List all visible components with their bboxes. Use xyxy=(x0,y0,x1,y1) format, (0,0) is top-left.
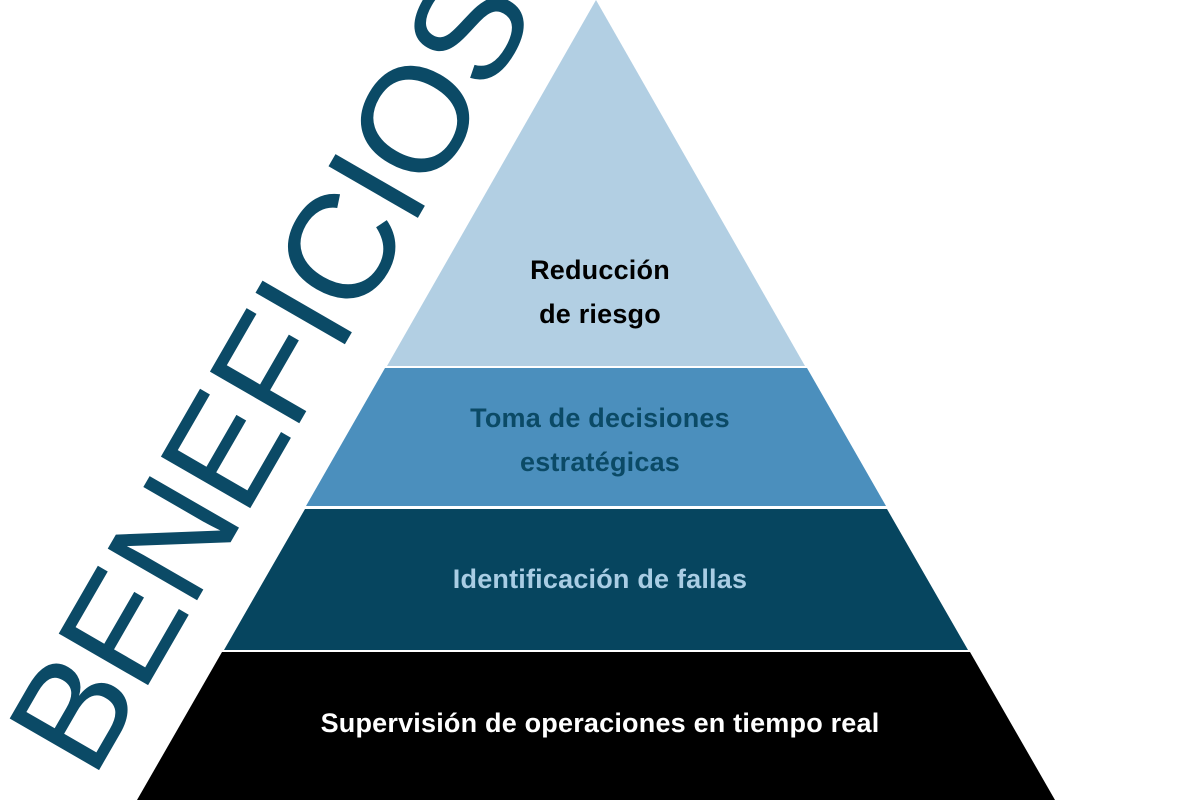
tier-label-line: Reducción xyxy=(530,255,670,285)
pyramid-tier-3-shape xyxy=(224,509,968,650)
pyramid-tier-4-shape xyxy=(137,652,1055,800)
tier-label-toma-de-decisiones: Toma de decisiones estratégicas xyxy=(0,396,1200,484)
tier-label-line: Identificación de fallas xyxy=(452,564,748,594)
tier-label-line: Toma de decisiones xyxy=(470,403,730,433)
tier-label-reduccion-de-riesgo: Reducción de riesgo xyxy=(0,248,1200,336)
tier-label-identificacion-de-fallas: Identificación de fallas xyxy=(0,557,1200,601)
pyramid-tier-2-shape xyxy=(306,368,886,506)
tier-label-line: Supervisión de operaciones en tiempo rea… xyxy=(320,708,880,738)
tier-label-supervision-de-operaciones: Supervisión de operaciones en tiempo rea… xyxy=(0,701,1200,745)
tier-label-line: estratégicas xyxy=(520,447,680,477)
pyramid-tier-1-shape xyxy=(387,0,805,366)
tier-label-line: de riesgo xyxy=(539,299,661,329)
